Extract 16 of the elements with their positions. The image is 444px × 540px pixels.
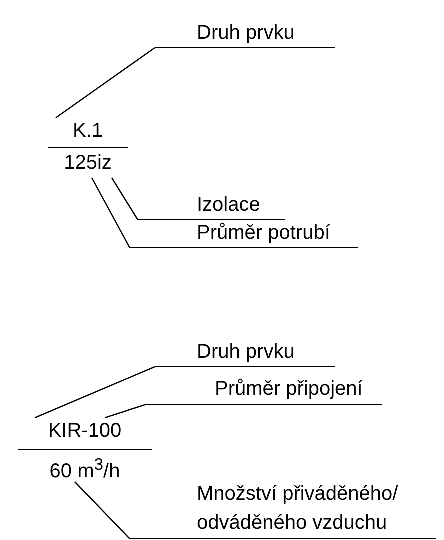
leader-line	[104, 404, 146, 419]
leader-line	[74, 482, 130, 540]
airflow-value: 60 m$^{3}$/h	[18, 452, 152, 482]
size-code: 125iz	[48, 150, 128, 178]
leader-line	[34, 366, 156, 419]
leader-label: Izolace	[138, 192, 285, 220]
leader-label: Průměr potrubí	[130, 220, 358, 248]
leader-label: Druh prvku	[155, 339, 335, 367]
leader-label: Druh prvku	[155, 20, 335, 48]
leader-line	[56, 47, 156, 119]
leader-label: Množství přiváděného/ odváděného vzduchu	[130, 480, 436, 539]
element-code: K.1	[48, 118, 128, 148]
leader-line	[111, 178, 139, 220]
leader-line	[91, 178, 131, 248]
element-code: KIR-100	[18, 418, 152, 450]
leader-label: Průměr připojení	[145, 376, 382, 405]
